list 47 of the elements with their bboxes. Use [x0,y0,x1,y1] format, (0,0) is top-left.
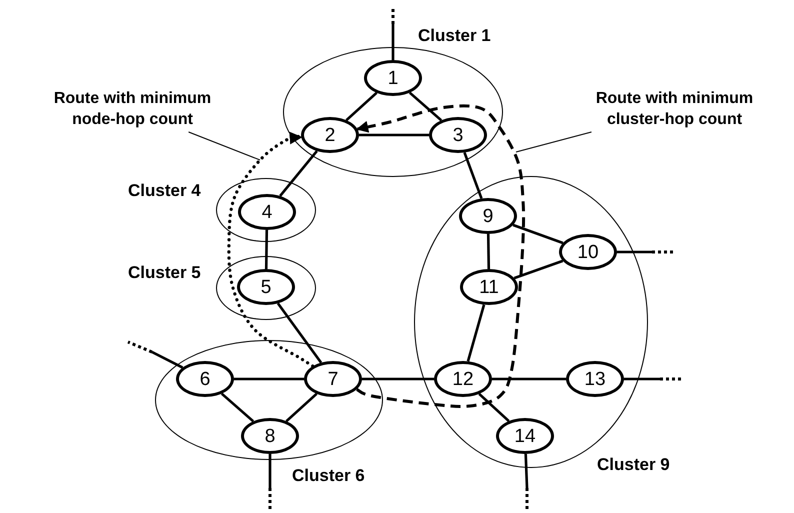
link-line [346,92,378,122]
network-node: 10 [559,234,617,270]
network-node: 1 [364,60,422,96]
link-line [220,392,254,422]
stub-line [392,6,394,60]
link-line [514,260,564,280]
network-node: 7 [304,361,362,397]
stub-line [127,340,184,369]
stub-line [268,454,272,510]
leader-line [188,132,260,160]
network-node: 5 [237,269,295,305]
cluster-label: Cluster 9 [597,455,670,475]
link-line [512,224,564,244]
network-node: 9 [459,198,517,234]
network-node: 11 [460,269,518,305]
stub-line [617,250,674,254]
cluster-label: Cluster 5 [128,263,201,283]
leader-line [516,132,592,152]
link-line [486,234,490,270]
link-line [463,152,483,199]
network-node: 3 [429,117,487,153]
stub-line [624,378,682,380]
stub-line [524,454,528,510]
cluster-label: Cluster 4 [128,181,201,201]
cluster-label: Cluster 1 [418,26,491,46]
link-line [264,230,268,270]
link-line [279,150,318,197]
link-line [362,378,434,380]
link-line [359,134,429,136]
route-caption: Route with minimum cluster-hop count [572,88,777,130]
network-node: 14 [496,418,554,454]
network-node: 13 [566,361,624,397]
route-arrow [356,104,526,408]
link-line [466,304,486,362]
link-line [234,378,304,380]
route-caption: Route with minimum node-hop count [30,88,235,130]
cluster-label: Cluster 6 [292,466,365,486]
link-line [286,392,318,422]
network-node: 4 [238,194,296,230]
network-node: 2 [301,117,359,153]
network-node: 6 [176,361,234,397]
link-line [276,302,322,364]
link-line [408,92,442,122]
link-line [478,392,510,422]
network-node: 12 [434,361,492,397]
link-line [492,378,566,380]
network-node: 8 [241,418,299,454]
